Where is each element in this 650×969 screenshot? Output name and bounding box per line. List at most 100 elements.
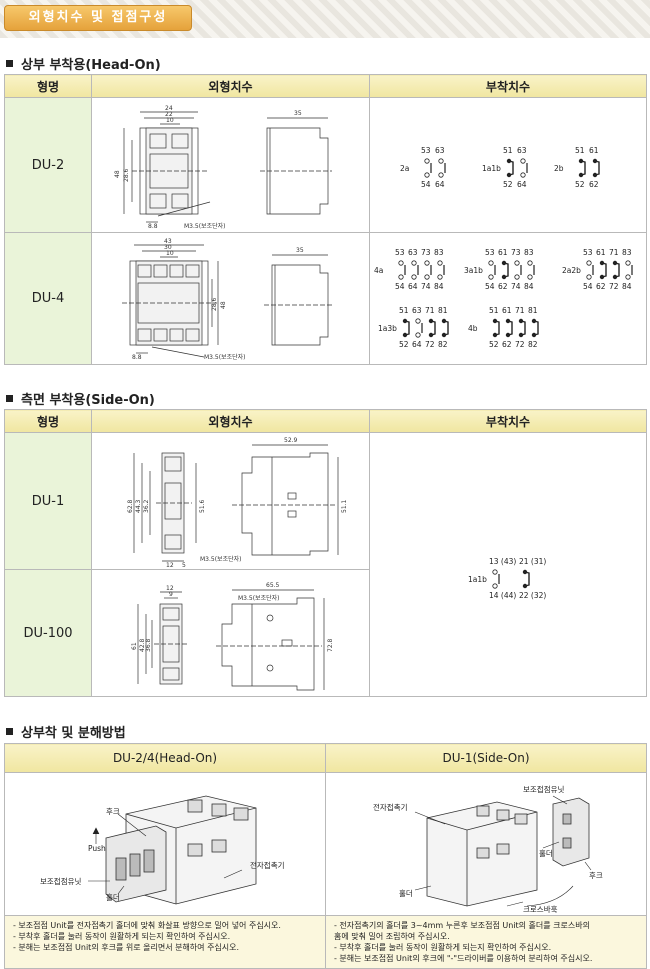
nc-contact-bar	[594, 160, 600, 176]
no-contact-icon	[415, 332, 421, 338]
head-on-assembly-illustration: 후크 Push 전자접촉기 보조접점유닛 홀더	[40, 795, 285, 905]
contact-config-label: 2a	[400, 164, 409, 173]
terminal-top-label: 53	[583, 248, 593, 257]
terminal-top-label: 81	[528, 306, 538, 315]
terminal-bottom-label: 54	[395, 282, 405, 291]
dim-du1-511: 51.1	[341, 499, 348, 513]
table-row: 후크 Push 전자접촉기 보조접점유닛 홀더	[4, 772, 647, 916]
contact-config-label: 2a2b	[562, 266, 581, 275]
no-contact-icon	[398, 274, 404, 280]
dim-du4-10: 10	[166, 250, 174, 257]
terminal-bottom-label: 14 (44)	[489, 591, 516, 600]
outline-du1: 62.8 44.3 36.2 51.6 12 5 M3.5(보조단자) 52.9…	[91, 432, 370, 570]
table-header-row: DU-2/4(Head-On) DU-1(Side-On)	[4, 743, 647, 773]
dim-du4-286: 28.6	[211, 297, 218, 311]
no-contact-icon	[398, 260, 404, 266]
terminal-bottom-label: 54	[485, 282, 495, 291]
no-contact-icon	[488, 260, 494, 266]
nc-contact-bar	[503, 262, 509, 278]
terminal-top-label: 61	[596, 248, 606, 257]
du100-drawing: 12 9 61 42.8 36.8 M3.5(보조단자) 65.5 72.8	[131, 582, 334, 691]
no-contact-icon	[424, 260, 430, 266]
terminal-bottom-label: 22 (32)	[519, 591, 546, 600]
no-contact-icon	[527, 274, 533, 280]
section-side-on-title: 측면 부착용(Side-On)	[6, 389, 155, 408]
no-contact-icon	[492, 568, 498, 575]
no-contact-icon	[520, 172, 526, 178]
terminal-bottom-label: 64	[408, 282, 418, 291]
outline-du100: 12 9 61 42.8 36.8 M3.5(보조단자) 65.5 72.8	[91, 569, 370, 697]
contact-config-label: 1a1b	[482, 164, 501, 173]
no-contact-icon	[527, 260, 533, 266]
bullet-square-icon	[6, 728, 13, 735]
note-line: 홈에 맞춰 밀어 조립하여 주십시오.	[334, 932, 450, 941]
dim-du1-12: 12	[166, 562, 174, 569]
no-contact-icon	[488, 274, 494, 280]
dim-du100-728: 72.8	[327, 638, 334, 652]
no-contact-icon	[411, 274, 417, 280]
col-outline: 외형치수	[91, 409, 370, 433]
dim-du100-368: 36.8	[145, 638, 152, 652]
no-contact-icon	[438, 158, 444, 164]
nc-contact-bar	[430, 320, 436, 336]
contact-config-label: 1a3b	[378, 324, 397, 333]
dim-du100-m35: M3.5(보조단자)	[238, 594, 279, 602]
du4-drawing: 43 30 10 48 28.6 8.8 M3.5(보조단자) 35	[122, 238, 332, 361]
label-crossbar: 크로스바훅	[523, 904, 558, 914]
dim-du2-88: 8.8	[148, 223, 158, 230]
terminal-top-label: 61	[498, 248, 508, 257]
dim-du100-9: 9	[169, 591, 173, 598]
dim-du2-22: 22	[165, 111, 173, 118]
terminal-top-label: 61	[589, 146, 599, 155]
terminal-bottom-label: 64	[435, 180, 445, 189]
label-hook: 후크	[106, 807, 120, 816]
terminal-bottom-label: 64	[517, 180, 527, 189]
dim-du2-24: 24	[165, 105, 173, 112]
note-line: - 보조접점 Unit를 전자접촉기 홀더에 맞춰 화살표 방향으로 밀어 넣어…	[13, 921, 281, 930]
dim-du1-m35: M3.5(보조단자)	[200, 555, 241, 563]
table-row: - 보조접점 Unit를 전자접촉기 홀더에 맞춰 화살표 방향으로 밀어 넣어…	[4, 915, 647, 969]
label-side-aux-unit: 보조접점유닛	[523, 784, 564, 794]
dim-du1-5: 5	[182, 562, 186, 569]
no-contact-icon	[586, 274, 592, 280]
dim-du100-428: 42.8	[139, 638, 146, 652]
dim-du4-35: 35	[296, 247, 304, 254]
label-side-holder-1: 홀더	[539, 848, 553, 858]
terminal-bottom-label: 62	[589, 180, 599, 189]
terminal-top-label: 63	[408, 248, 418, 257]
section-head-on-label: 상부 부착용(Head-On)	[21, 58, 161, 73]
no-contact-icon	[520, 158, 526, 164]
bullet-square-icon	[6, 395, 13, 402]
terminal-bottom-label: 64	[412, 340, 422, 349]
section-side-on-label: 측면 부착용(Side-On)	[21, 393, 155, 408]
no-contact-icon	[625, 260, 631, 266]
terminal-top-label: 51	[575, 146, 585, 155]
dim-du100-12: 12	[166, 585, 174, 592]
nc-contact-bar	[507, 320, 513, 336]
head-on-notes: - 보조접점 Unit를 전자접촉기 홀더에 맞춰 화살표 방향으로 밀어 넣어…	[4, 915, 326, 969]
terminal-top-label: 63	[412, 306, 422, 315]
contact-config-label: 3a1b	[464, 266, 483, 275]
terminal-top-label: 83	[524, 248, 534, 257]
terminal-top-label: 51	[503, 146, 513, 155]
terminal-top-label: 53	[395, 248, 405, 257]
model-du4: DU-4	[4, 232, 92, 365]
label-side-holder-2: 홀더	[399, 888, 413, 898]
dim-du100-61: 61	[131, 642, 138, 650]
col-model: 형명	[4, 409, 92, 433]
terminal-top-label: 71	[609, 248, 619, 257]
note-line: - 부착후 홀더를 눌러 동작이 원활하게 되는지 확인하여 주십시오.	[13, 932, 231, 941]
contact-config-label: 2b	[554, 164, 564, 173]
terminal-top-label: 13 (43)	[489, 557, 516, 566]
no-contact-icon	[514, 260, 520, 266]
nc-contact-bar	[614, 262, 620, 278]
no-contact-icon	[625, 274, 631, 280]
note-line: - 전자접촉기의 홀더를 3~4mm 누른후 보조접점 Unit의 홀더를 크로…	[334, 921, 590, 930]
terminal-bottom-label: 84	[622, 282, 632, 291]
terminal-bottom-label: 54	[583, 282, 593, 291]
col-outline: 외형치수	[91, 74, 370, 98]
side-on-notes: - 전자접촉기의 홀더를 3~4mm 누른후 보조접점 Unit의 홀더를 크로…	[325, 915, 647, 969]
